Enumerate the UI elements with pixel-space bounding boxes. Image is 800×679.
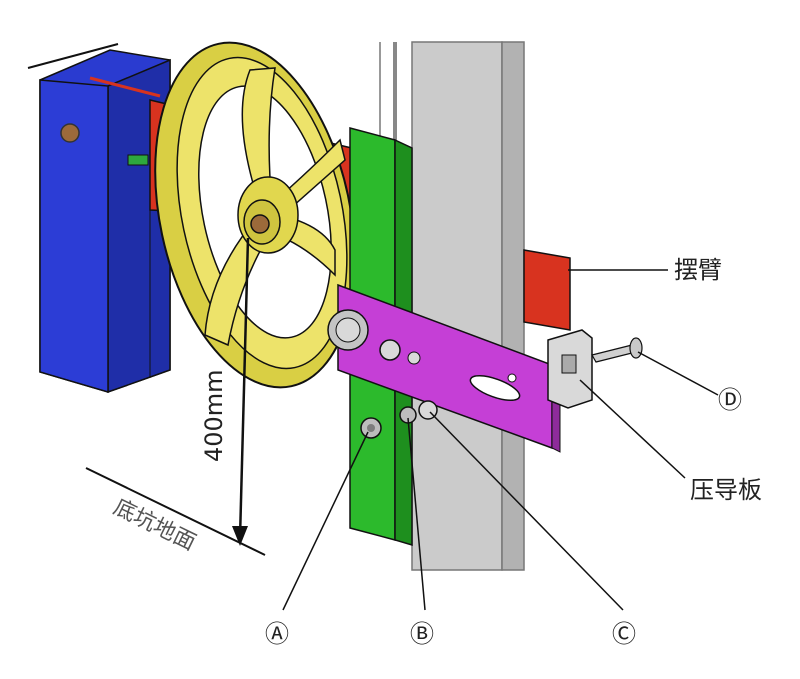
magenta-plate [327,283,561,453]
pit-floor-line [85,467,266,556]
marker-d-label: Ⓓ [718,386,742,414]
leader-lines [282,269,719,611]
pulley-wheel [154,41,356,389]
pit-floor-label: 底坑地面 [109,495,199,556]
dimension-label: 400mm [200,369,228,462]
pressure-plate-block [547,329,643,409]
marker-a-label: Ⓐ [265,620,289,648]
marker-c-label: Ⓒ [612,620,636,648]
blue-block [27,43,171,394]
swing-arm-label: 摆臂 [674,256,722,284]
pressure-plate-label: 压导板 [690,476,762,504]
dimension-arrow [232,237,250,546]
guide-rail [379,41,525,571]
marker-b-label: Ⓑ [410,620,434,648]
